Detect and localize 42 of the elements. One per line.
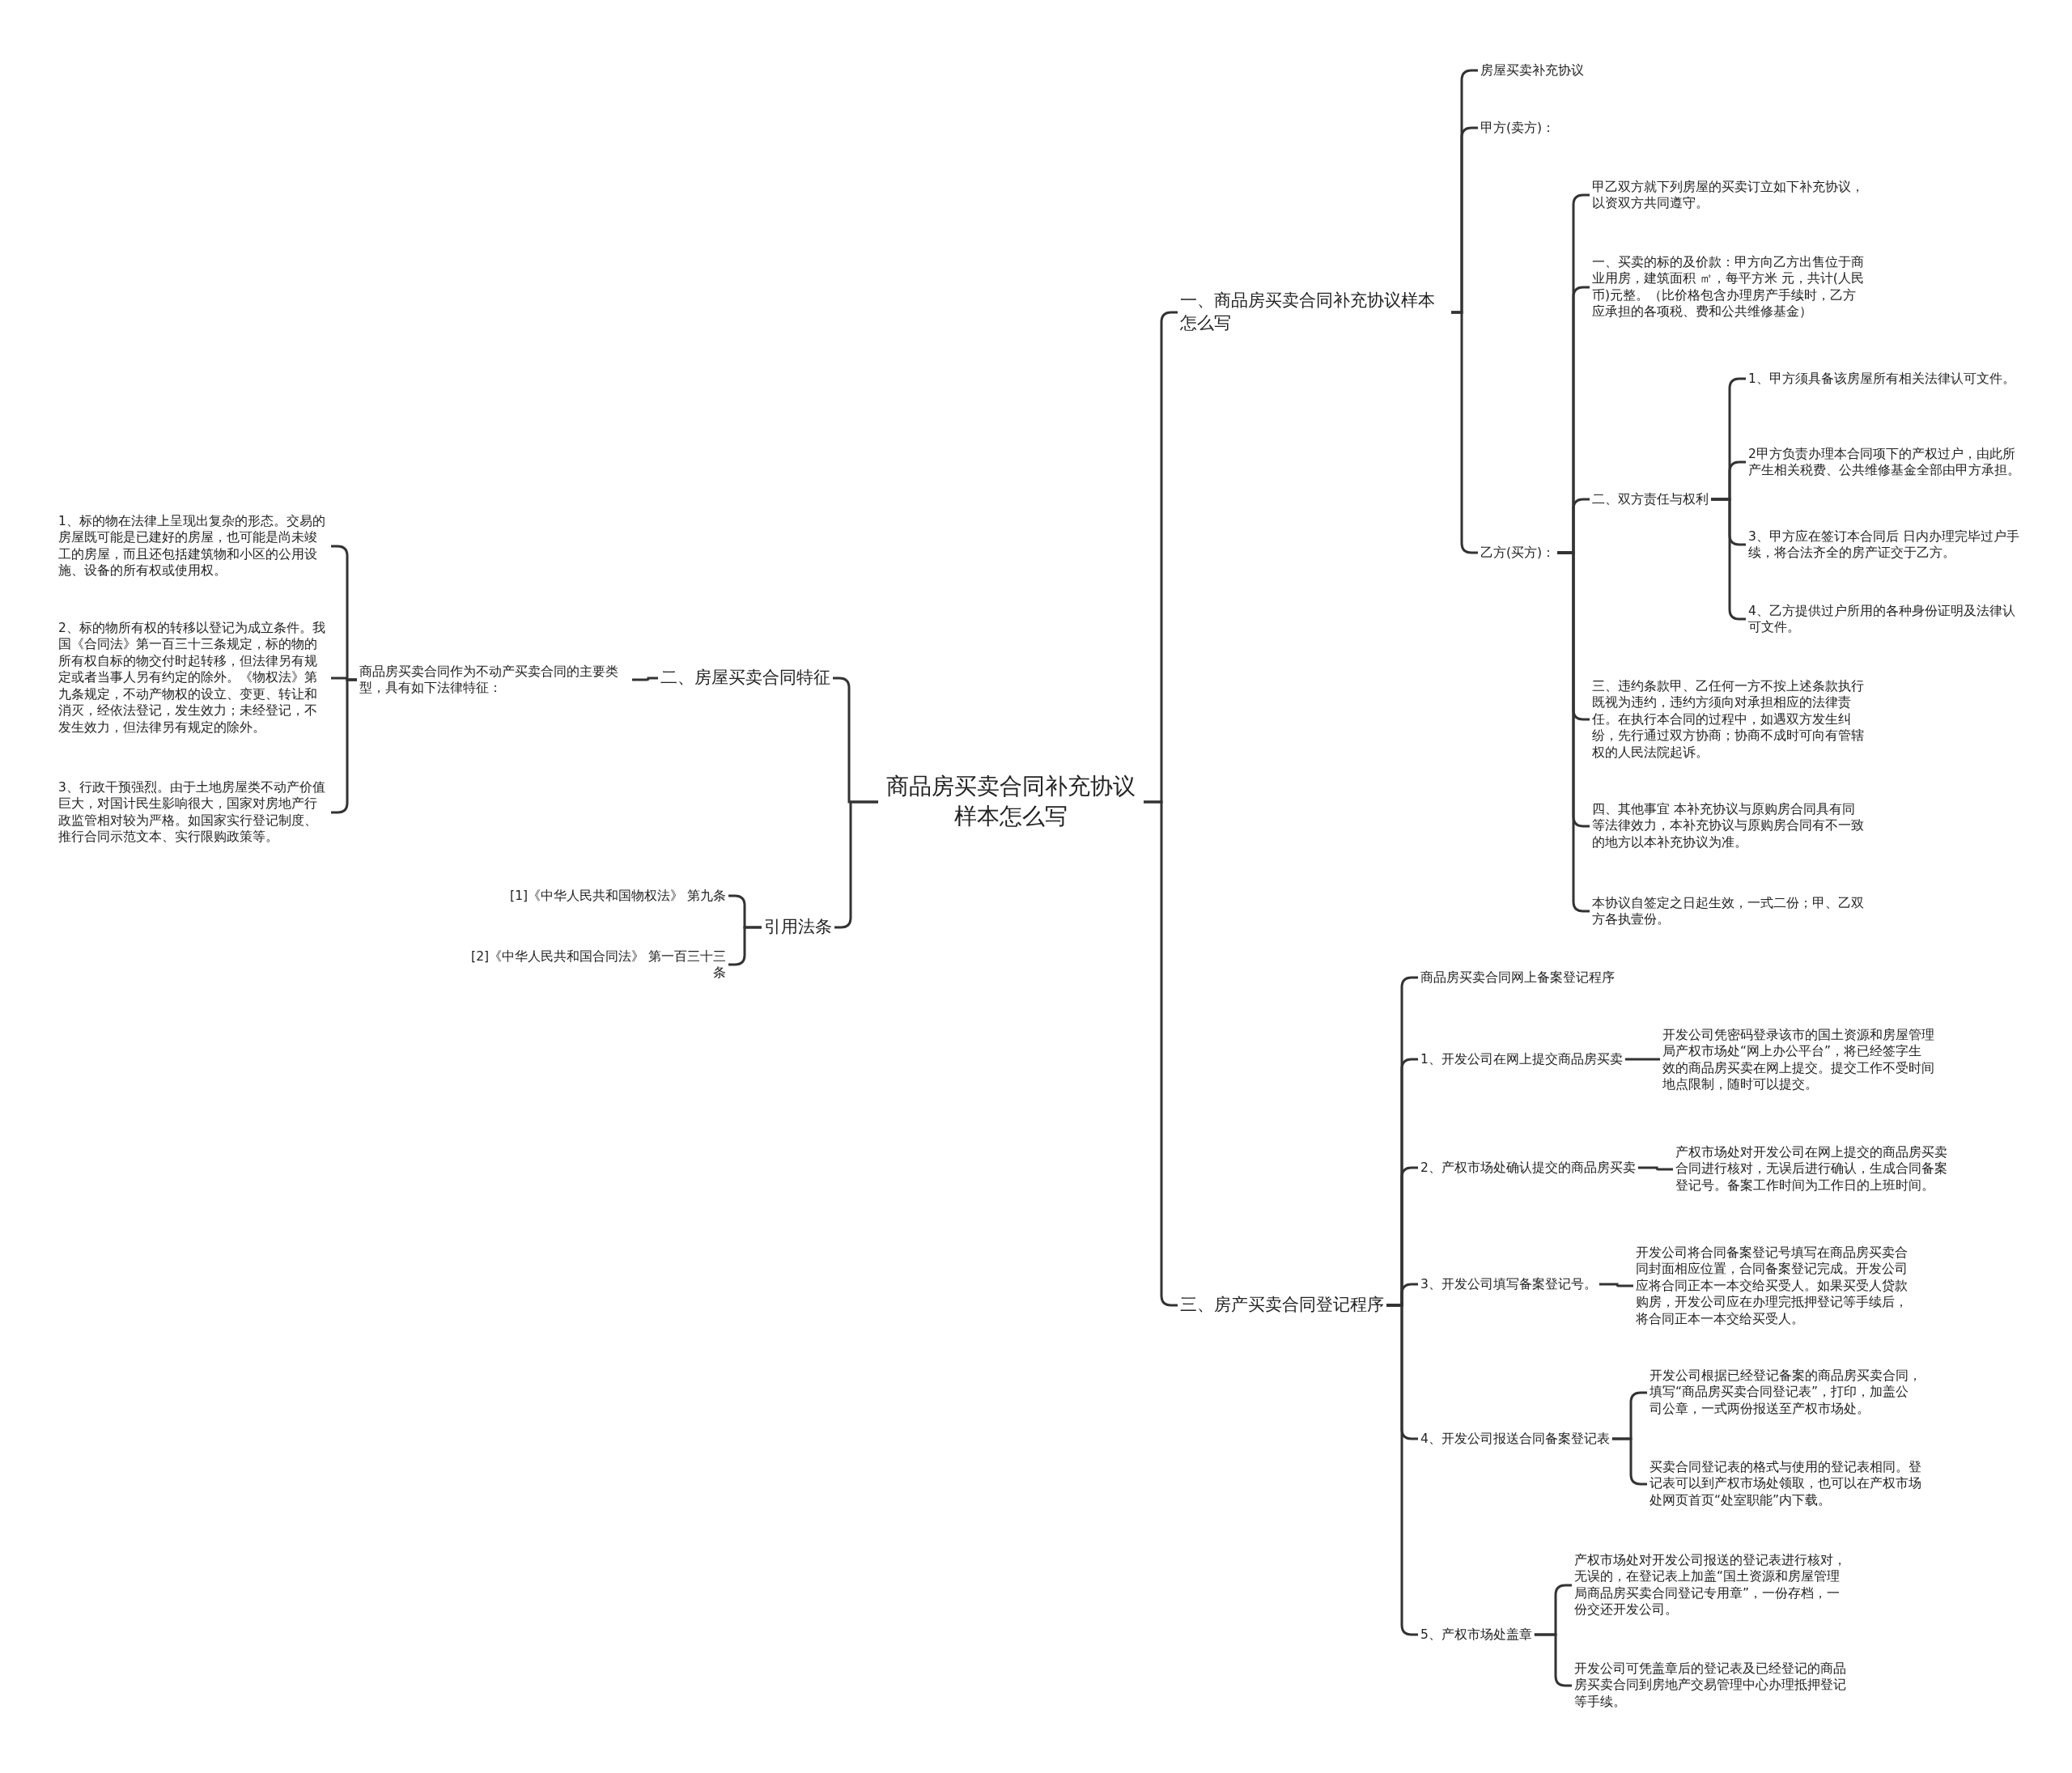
- subtopic-text: 2甲方负责办理本合同项下的产权过户，由此所产生相关税费、公共维修基金全部由甲方承担。: [1748, 445, 2027, 479]
- subtopic-text: 2、产权市场处确认提交的商品房买卖: [1420, 1159, 1636, 1177]
- subtopic-text: 开发公司可凭盖章后的登记表及已经登记的商品房买卖合同到房地产交易管理中心办理抵押登记等手续。: [1574, 1661, 1846, 1711]
- subtopic-text: 4、乙方提供过户所用的各种身份证明及法律认可文件。: [1748, 602, 2027, 636]
- connector-line: [1624, 1058, 1660, 1061]
- branch-topic: 一、商品房买卖合同补充协议样本怎么写: [1180, 290, 1449, 335]
- branch-topic: 引用法条: [764, 916, 832, 939]
- subtopic-text: 甲乙双方就下列房屋的买卖订立如下补充协议，以资双方共同遵守。: [1592, 178, 1864, 212]
- subtopic-text: 3、行政干预强烈。由于土地房屋类不动产价值巨大，对国计民生影响很大，国家对房地产行政监管相对较为严格。如国家实行登记制度、推行合同示范文本、实行限购政策等。: [58, 779, 329, 846]
- subtopic-text: 开发公司将合同备案登记号填写在商品房买卖合同封面相应位置，合同备案登记完成。开发公司应将合同正本一本交给买受人。如果买受人贷款购房，开发公司应在办理完抵押登记等手续后，将合同正本一本交给买受人。: [1636, 1244, 1908, 1328]
- branch-topic: 三、房产买卖合同登记程序: [1180, 1294, 1384, 1317]
- subtopic-text: 房屋买卖补充协议: [1480, 62, 1584, 79]
- subtopic-text: 3、甲方应在签订本合同后 日内办理完毕过户手续，将合法齐全的房产证交于乙方。: [1748, 528, 2027, 562]
- connector-line: [1637, 1166, 1673, 1171]
- subtopic-text: 一、买卖的标的及价款：甲方向乙方出售位于商业用房，建筑面积 ㎡，每平方米 元，共计(人民币)元整。（比价格包含办理房产手续时，乙方应承担的各项税、费和公共维修基金）: [1592, 254, 1864, 320]
- subtopic-text: 1、标的物在法律上呈现出复杂的形态。交易的房屋既可能是已建好的房屋，也可能是尚未竣工的房屋，而且还包括建筑物和小区的公用设施、设备的所有权或使用权。: [58, 513, 329, 579]
- subtopic-text: 4、开发公司报送合同备案登记表: [1420, 1430, 1610, 1448]
- subtopic-text: 四、其他事宜 本补充协议与原购房合同具有同等法律效力，本补充协议与原购房合同有不一致的地方以本补充协议为准。: [1592, 801, 1864, 851]
- subtopic-text: 3、开发公司填写备案登记号。: [1420, 1275, 1597, 1293]
- subtopic-text: 2、标的物所有权的转移以登记为成立条件。我国《合同法》第一百三十三条规定，标的物的所有权自标的物交付时起转移，但法律另有规定或者当事人另有约定的除外。《物权法》第九条规定，不动产物权的设立、变更、转让和消灭，经依法登记，发生效力；未经登记，不发生效力，但法律另有规定的除外。: [58, 620, 329, 736]
- subtopic-text: 开发公司根据已经登记备案的商品房买卖合同，填写“商品房买卖合同登记表”，打印，加盖公司公章，一式两份报送至产权市场处。: [1650, 1368, 1921, 1418]
- subtopic-text: 甲方(卖方)：: [1480, 119, 1556, 137]
- subtopic-text: 开发公司凭密码登录该市的国土资源和房屋管理局产权市场处“网上办公平台”，将已经签字生效的商品房买卖在网上提交。提交工作不受时间地点限制，随时可以提交。: [1662, 1027, 1934, 1093]
- subtopic-text: 本协议自签定之日起生效，一式二份；甲、乙双方各执壹份。: [1592, 894, 1864, 928]
- subtopic-text: 三、违约条款甲、乙任何一方不按上述条款执行既视为违约，违约方须向对承担相应的法律责任。在执行本合同的过程中，如遇双方发生纠纷，先行通过双方协商；协商不成时可向有管辖权的人民法院起诉。: [1592, 677, 1864, 761]
- subtopic-text: 产权市场处对开发公司在网上提交的商品房买卖合同进行核对，无误后进行确认，生成合同备案登记号。备案工作时间为工作日的上班时间。: [1675, 1144, 1955, 1194]
- subtopic-text: 商品房买卖合同网上备案登记程序: [1420, 969, 1615, 986]
- subtopic-text: [1]《中华人民共和国物权法》 第九条: [510, 887, 726, 905]
- subtopic-text: 乙方(买方)：: [1480, 544, 1556, 562]
- subtopic-text: 1、开发公司在网上提交商品房买卖: [1420, 1050, 1623, 1068]
- connector-line: [632, 677, 658, 681]
- connector-line: [1599, 1283, 1633, 1287]
- subtopic-text: 二、双方责任与权利: [1592, 490, 1709, 508]
- subtopic-text: [2]《中华人民共和国合同法》 第一百三十三条: [459, 948, 726, 982]
- subtopic-text: 买卖合同登记表的格式与使用的登记表相同。登记表可以到产权市场处领取，也可以在产权市场处网页首页“处室职能”内下载。: [1650, 1459, 1921, 1509]
- subtopic-text: 产权市场处对开发公司报送的登记表进行核对，无误的，在登记表上加盖“国土资源和房屋管理局商品房买卖合同登记专用章”，一份存档，一份交还开发公司。: [1574, 1552, 1846, 1618]
- connector-line: [728, 926, 762, 966]
- central-topic: 商品房买卖合同补充协议样本怎么写: [881, 772, 1141, 832]
- branch-topic: 二、房屋买卖合同特征: [660, 667, 830, 689]
- subtopic-text: 1、甲方须具备该房屋所有相关法律认可文件。: [1748, 370, 2015, 388]
- subtopic-text: 5、产权市场处盖章: [1420, 1626, 1532, 1644]
- subtopic-text: 商品房买卖合同作为不动产买卖合同的主要类型，具有如下法律特征：: [359, 663, 630, 697]
